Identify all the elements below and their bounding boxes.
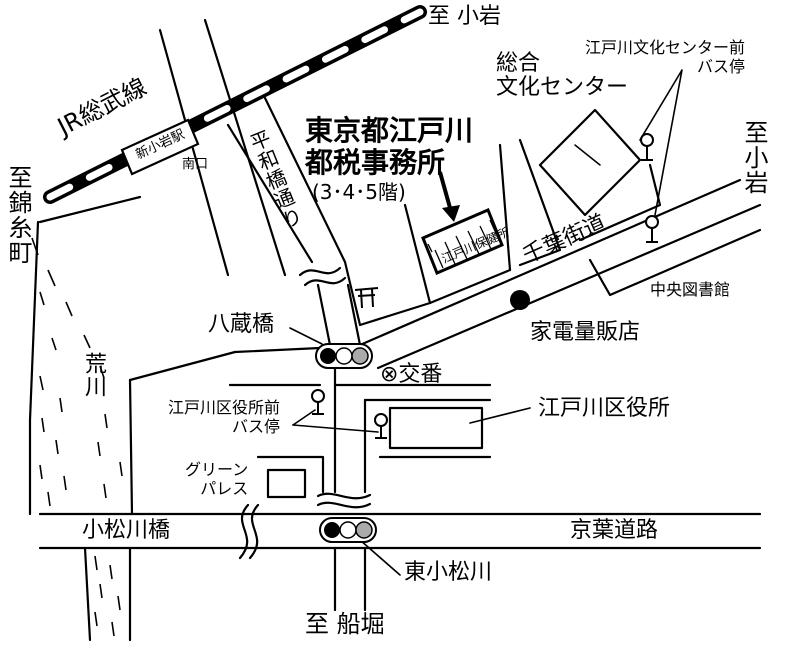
police-box-label: ⊗交番: [380, 362, 443, 387]
komatsugawa-bridge-label: 小松川橋: [82, 518, 171, 543]
road-break: [303, 276, 347, 287]
electronics-store-label: 家電量販店: [530, 320, 641, 345]
ward-office-bus-stop-label: 江戸川区役所前 バス停: [168, 398, 281, 437]
road-edge: [578, 163, 662, 242]
electronics-store-marker: [510, 290, 530, 310]
shrine-icon: [354, 287, 379, 309]
ward-office-label: 江戸川区役所: [538, 396, 671, 421]
to-koiwa-right-label: 至小岩: [740, 120, 768, 195]
traffic-light-higashi-komatsugawa: [319, 517, 377, 543]
road-break: [316, 492, 372, 500]
road-edge: [128, 350, 237, 382]
bus-stop-icon: [311, 133, 659, 439]
arakawa-label: 荒川: [81, 352, 106, 398]
road-break: [298, 266, 342, 277]
road-edge: [346, 283, 362, 347]
arakawa-bank: [128, 378, 134, 516]
chiba-kaido-edge: [376, 203, 762, 370]
tax-office-floors-label: (3･4･5階): [312, 180, 406, 204]
shinkoiwa-station-marker: [120, 118, 200, 176]
tax-office-label: 東京都江戸川 都税事務所: [305, 114, 474, 180]
city-block: [343, 203, 432, 327]
road-edge: [498, 143, 512, 272]
green-palace-label: グリーン パレス: [185, 460, 249, 499]
to-koiwa-top-label: 至 小岩: [428, 4, 501, 29]
road-edge: [233, 346, 322, 354]
sogo-bunka-center-label: 総合 文化センター: [496, 51, 629, 101]
chiba-kaido-edge: [358, 178, 742, 347]
heiwabashi-dori-edge: [226, 123, 314, 264]
to-kinshicho-label: 至錦糸町: [4, 165, 32, 265]
to-funabori-label: 至 船堀: [305, 610, 385, 638]
road-break: [316, 501, 372, 509]
yagurabashi-label: 八蔵橋: [208, 312, 275, 337]
arakawa-bank: [83, 546, 92, 642]
keiyo-road-label: 京葉道路: [570, 518, 659, 543]
road-edge: [28, 220, 40, 422]
road-break: [238, 503, 250, 560]
heiwabashi-dori-edge: [263, 96, 347, 264]
arakawa-hatching: [31, 237, 123, 637]
tax-office-building: [421, 208, 504, 275]
road-edge: [518, 138, 562, 267]
road-edge: [316, 283, 332, 347]
south-exit-label: 南口: [182, 157, 209, 172]
road-break: [248, 503, 260, 560]
green-palace-building: [266, 468, 307, 499]
higashi-komatsugawa-label: 東小松川: [404, 560, 493, 585]
tax-office-arrowhead: [442, 205, 460, 222]
road-edge: [428, 268, 512, 305]
road-edge: [203, 18, 287, 277]
bunka-center-building: [538, 108, 642, 217]
road-edge: [256, 455, 325, 494]
road-edge: [158, 28, 230, 277]
jr-sobu-line: [43, 5, 427, 204]
bunka-center-bus-stop-label: 江戸川文化センター前 バス停: [585, 38, 746, 77]
ward-office-building: [388, 406, 484, 450]
central-library-label: 中央図書館: [650, 280, 731, 299]
library-block: [588, 228, 762, 297]
road-edge: [38, 195, 142, 224]
traffic-light-yagurabashi: [315, 343, 373, 369]
